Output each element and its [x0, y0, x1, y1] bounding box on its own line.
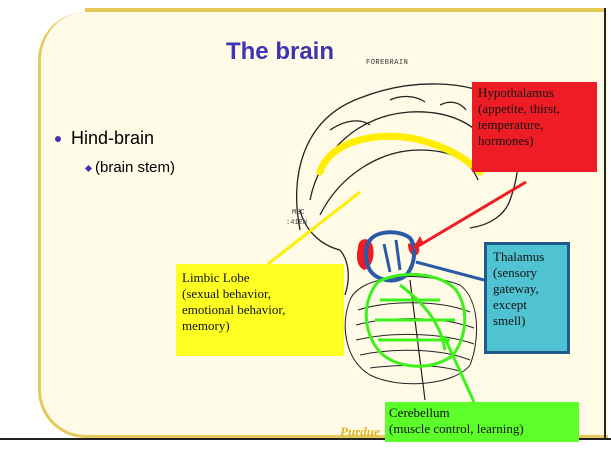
callout-line: (muscle control, learning): [389, 421, 575, 437]
purdue-logo-text: Purdue: [340, 424, 380, 440]
callout-line: (appetite, thirst,: [478, 101, 591, 117]
callout-line: gateway,: [493, 281, 561, 297]
callout-line: hormones): [478, 133, 591, 149]
hypothalamus-callout: Hypothalamus (appetite, thirst, temperat…: [472, 82, 597, 172]
callout-line: Cerebellum: [389, 405, 575, 421]
callout-line: (sensory: [493, 265, 561, 281]
callout-line: except: [493, 297, 561, 313]
callout-line: (sexual behavior,: [182, 286, 338, 302]
limbic-lobe-callout: Limbic Lobe (sexual behavior, emotional …: [176, 264, 344, 356]
callout-line: emotional behavior,: [182, 302, 338, 318]
hypothalamus-arrow: [415, 182, 526, 248]
callout-line: Hypothalamus: [478, 85, 591, 101]
callout-line: memory): [182, 318, 338, 334]
thalamus-callout: Thalamus (sensory gateway, except smell): [484, 242, 570, 354]
thalamus-detail: [384, 240, 400, 272]
callout-line: smell): [493, 313, 561, 329]
diagram-label-mbc2: :41EN: [286, 219, 307, 227]
callout-line: temperature,: [478, 117, 591, 133]
limbic-arc: [320, 136, 480, 172]
limbic-arrow: [268, 192, 360, 264]
diagram-label-mbc: MBC: [292, 209, 305, 217]
callout-line: Limbic Lobe: [182, 270, 338, 286]
cerebellum-callout: Cerebellum (muscle control, learning): [385, 402, 579, 442]
callout-line: Thalamus: [493, 249, 561, 265]
